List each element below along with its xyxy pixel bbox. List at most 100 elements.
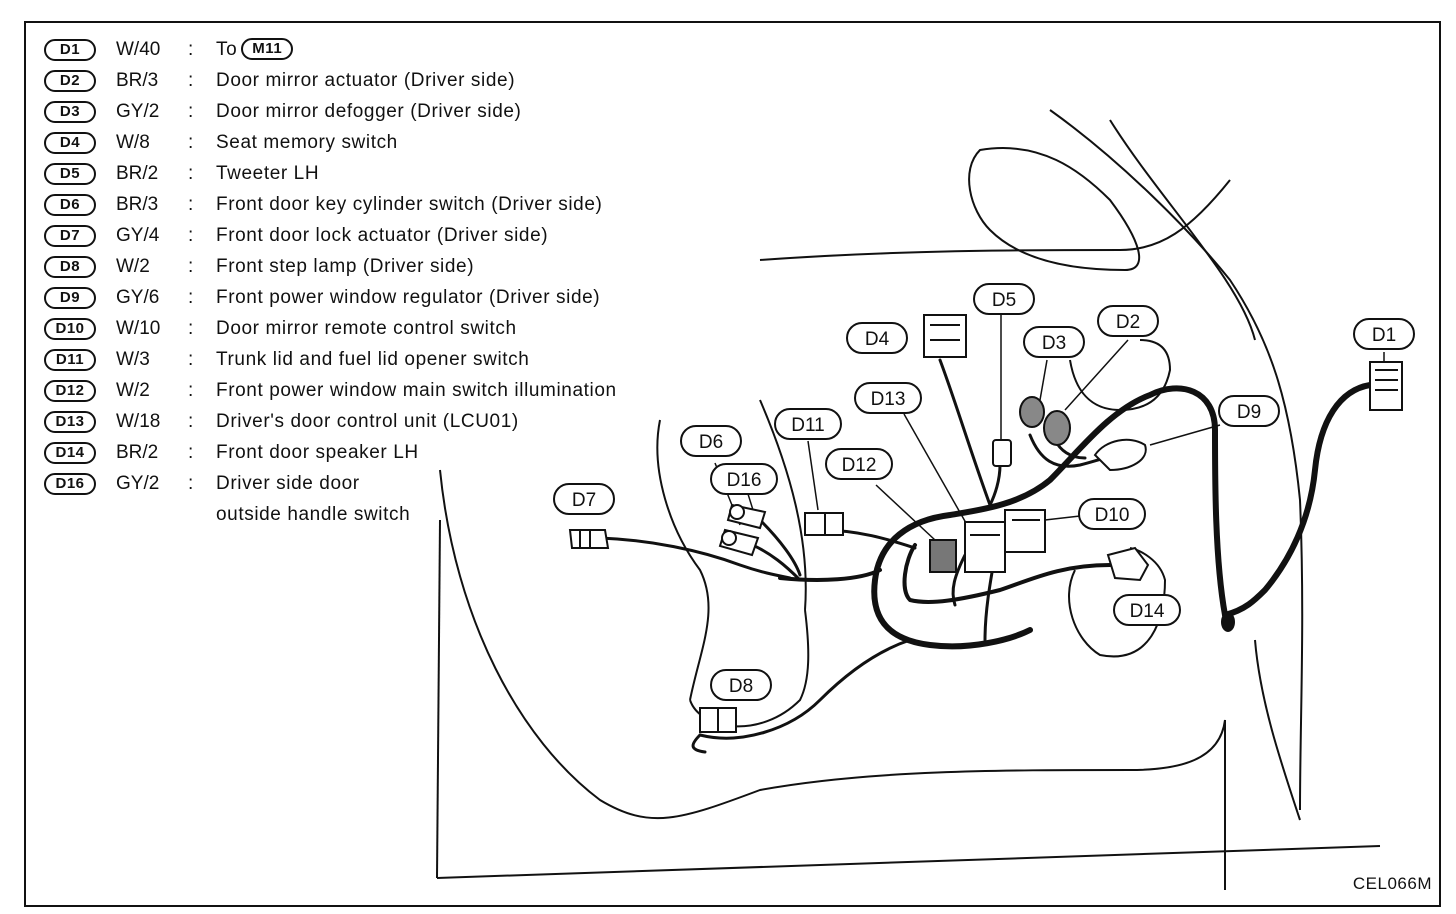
- connector-id-badge: D11: [44, 349, 96, 371]
- callout-label: D6: [699, 432, 723, 453]
- diagram-frame: [24, 21, 1441, 907]
- callout-bubble: [680, 425, 742, 457]
- callout-bubble: [854, 382, 922, 414]
- description-text: Front door key cylinder switch (Driver s…: [216, 194, 603, 215]
- connector-description: Driver side door: [216, 470, 360, 498]
- figure-code: CEL066M: [1352, 874, 1432, 893]
- separator: :: [188, 442, 194, 463]
- separator: :: [188, 163, 194, 184]
- separator: :: [188, 380, 194, 401]
- connector-description: Front door speaker LH: [216, 439, 419, 467]
- connector-id-badge: D1: [44, 39, 96, 61]
- connector-id-badge: D9: [44, 287, 96, 309]
- callout-d1: D1: [1353, 318, 1415, 350]
- connector-d4-shape: [923, 314, 967, 358]
- connector-d14-shape: [1106, 546, 1150, 582]
- connector-spec: W/10: [116, 318, 161, 339]
- connector-spec: BR/3: [116, 70, 159, 91]
- callout-label: D7: [572, 490, 596, 511]
- connector-description: Driver's door control unit (LCU01): [216, 408, 519, 436]
- callout-d5: D5: [973, 283, 1035, 315]
- connector-shapes: [568, 314, 1403, 733]
- description-text: To: [216, 39, 238, 60]
- callout-label: D5: [992, 290, 1016, 311]
- callout-label: D1: [1372, 325, 1396, 346]
- callout-label: D13: [871, 389, 906, 410]
- connector-spec: BR/2: [116, 442, 159, 463]
- callout-d8: D8: [710, 669, 772, 701]
- door-outline: [436, 109, 1381, 890]
- connector-description: Trunk lid and fuel lid opener switch: [216, 346, 529, 374]
- connector-id-badge: D10: [44, 318, 96, 340]
- connector-spec: BR/2: [116, 163, 159, 184]
- separator: :: [188, 473, 194, 494]
- description-text: Front door speaker LH: [216, 442, 419, 463]
- callout-bubble: [973, 283, 1035, 315]
- callout-bubble: [1078, 498, 1146, 530]
- connector-spec: W/2: [116, 256, 150, 277]
- connector-id-badge: D5: [44, 163, 96, 185]
- callout-d9: D9: [1218, 395, 1280, 427]
- separator: :: [188, 411, 194, 432]
- connector-description: Front door key cylinder switch (Driver s…: [216, 191, 602, 219]
- callout-label: D3: [1042, 333, 1066, 354]
- callout-bubble: [1218, 395, 1280, 427]
- separator: :: [188, 70, 194, 91]
- description-text: Seat memory switch: [216, 132, 398, 153]
- connector-id-badge: D14: [44, 442, 96, 464]
- connector-d13-shape: [964, 521, 1006, 573]
- callout-bubble: [1353, 318, 1415, 350]
- connector-ref-badge: M11: [241, 38, 294, 60]
- separator: :: [188, 132, 194, 153]
- connector-d7-shape: [568, 529, 610, 549]
- grommet-shape: [1221, 612, 1235, 632]
- connector-d11-shape: [804, 512, 844, 536]
- connector-id-badge: D2: [44, 70, 96, 92]
- description-text: Front power window main switch illuminat…: [216, 380, 617, 401]
- separator: :: [188, 39, 194, 60]
- connector-description: Tweeter LH: [216, 160, 319, 188]
- callout-d13: D13: [854, 382, 922, 414]
- connector-spec: GY/6: [116, 287, 160, 308]
- description-text: Driver side door: [216, 473, 360, 494]
- description-text: Front door lock actuator (Driver side): [216, 225, 549, 246]
- connector-spec: GY/2: [116, 473, 160, 494]
- description-text: Door mirror defogger (Driver side): [216, 101, 522, 122]
- connector-spec: W/18: [116, 411, 161, 432]
- connector-description: Door mirror defogger (Driver side): [216, 98, 521, 126]
- callout-label: D10: [1095, 505, 1130, 526]
- connector-id-badge: D6: [44, 194, 96, 216]
- callout-bubble: [1023, 326, 1085, 358]
- separator: :: [188, 349, 194, 370]
- callout-d2: D2: [1097, 305, 1159, 337]
- callout-d6: D6: [680, 425, 742, 457]
- connector-description: Door mirror actuator (Driver side): [216, 67, 515, 95]
- connector-description: Door mirror remote control switch: [216, 315, 517, 343]
- callout-label: D12: [842, 455, 877, 476]
- connector-d12-shape: [929, 539, 957, 573]
- callout-label: D4: [865, 329, 890, 350]
- description-text: Door mirror actuator (Driver side): [216, 70, 516, 91]
- callout-d4: D4: [846, 322, 908, 354]
- callout-bubble: [710, 463, 778, 495]
- callout-bubble: [825, 448, 893, 480]
- connector-d10-shape: [1004, 509, 1046, 553]
- callout-bubble: [1097, 305, 1159, 337]
- connector-description-continued: outside handle switch: [216, 504, 411, 525]
- connector-d2-shape: [1043, 410, 1071, 446]
- connector-id-badge: D12: [44, 380, 96, 402]
- separator: :: [188, 101, 194, 122]
- connector-d5-shape: [992, 439, 1012, 467]
- callout-bubble: [710, 669, 772, 701]
- connector-description: Seat memory switch: [216, 129, 398, 157]
- connector-spec: W/8: [116, 132, 150, 153]
- description-text: Front power window regulator (Driver sid…: [216, 287, 601, 308]
- connector-d8-shape: [699, 707, 737, 733]
- callout-bubble: [1113, 594, 1181, 626]
- connector-spec: GY/2: [116, 101, 160, 122]
- description-text: Door mirror remote control switch: [216, 318, 517, 339]
- description-text: Front step lamp (Driver side): [216, 256, 475, 277]
- connector-spec: W/2: [116, 380, 150, 401]
- callout-d3: D3: [1023, 326, 1085, 358]
- connector-id-badge: D4: [44, 132, 96, 154]
